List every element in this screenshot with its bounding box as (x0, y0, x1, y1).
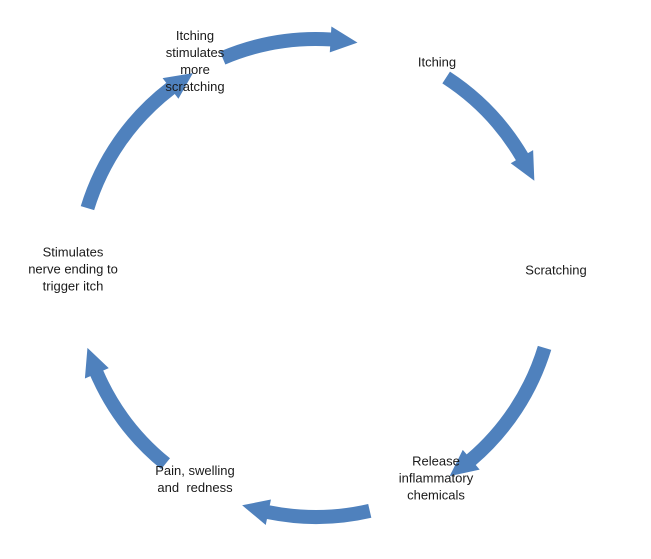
node-release-inflammatory-chemicals: Release inflammatory chemicals (398, 453, 474, 503)
cycle-arrow-2 (442, 71, 535, 181)
node-itching-stimulates-more-scratching: Itching stimulates more scratching (165, 28, 225, 94)
cycle-arrow-6 (80, 73, 193, 211)
cycle-arrow-5 (84, 347, 170, 470)
cycle-arrow-4 (242, 499, 372, 525)
node-itching: Itching (417, 54, 457, 70)
cycle-arrow-1 (219, 26, 358, 65)
node-stimulates-nerve-ending: Stimulates nerve ending to trigger itch (28, 244, 118, 294)
cycle-arrow-3 (449, 345, 552, 477)
node-scratching: Scratching (525, 262, 587, 278)
node-pain-swelling-redness: Pain, swelling and redness (155, 463, 235, 495)
